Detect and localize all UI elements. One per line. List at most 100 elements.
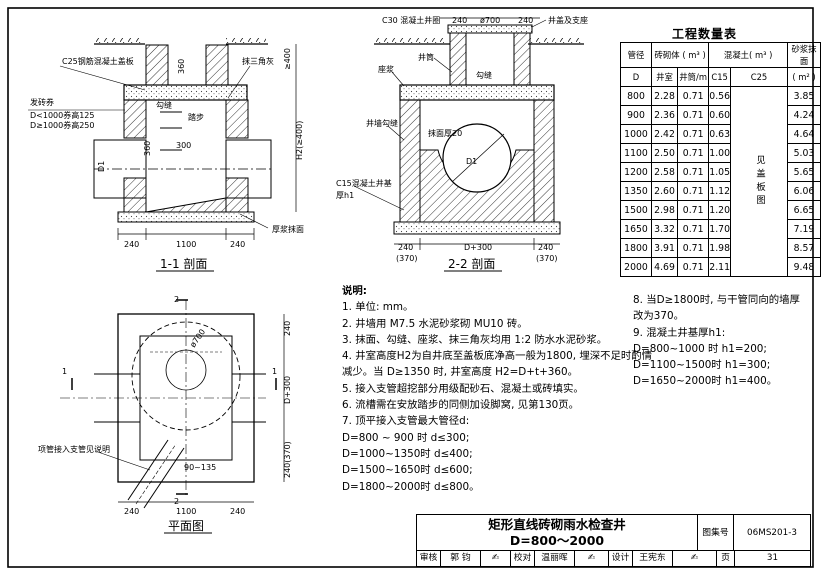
dim-240-top-right: 240 [518,16,533,25]
plan-dim-right-1: 240 [283,321,292,336]
label-seat-mortar: 座浆 [378,64,394,74]
quantity-table-cell: 1650 [620,219,652,239]
quantity-table-cell: 1350 [620,181,652,201]
label-base-thickness: 厚h1 [336,191,354,200]
quantity-table-cell: 0.71 [677,200,710,220]
dim-bottom-mid: 1100 [176,240,196,249]
plan-view: 1 1 2 2 ø700 90~135 项管接入支管见说明 240 D+300 … [38,295,292,534]
dim-300: 300 [176,141,191,150]
drawing-subtitle: D=800～2000 [509,533,605,548]
label-h2-dim: H2(≥400) [295,121,304,160]
section-1-1-title: 1-1 剖面 [160,257,207,271]
reviewer-signature: ✍ [481,551,511,566]
qt-head-brick: 砖砌体 ( m³ ) [650,42,710,68]
quantity-table-cell: 2.58 [650,162,679,182]
cut-label-1-left: 1 [62,367,67,376]
qt-c25-note: 见盖板图 [729,86,789,277]
plan-dim-right-2: D+300 [283,376,292,404]
qt-head-concrete: 混凝土( m³ ) [708,42,788,68]
quantity-table-cell: 1200 [620,162,652,182]
quantity-table-cell: 2.11 [708,257,731,277]
quantity-table-cell: 0.71 [677,257,710,277]
quantity-table-cell: 1.98 [708,238,731,258]
quantity-table-cell: 5.03 [787,143,821,163]
title-block: 矩形直线砖砌雨水检查井 D=800～2000 图集号 06MS201-3 审核 … [416,514,811,567]
note-line: 5. 接入支管超挖部分用级配砂石、混凝土或砖填实。 [342,382,584,395]
dim-240-top: 240 [452,16,467,25]
note-line: D=800 ~ 900 时 d≤300; [342,431,470,444]
page-label: 页 [717,551,735,566]
dim-2-left-sub: (370) [396,254,418,263]
qt-head-dia: 管径 [620,42,652,68]
quantity-table-cell: 1800 [620,238,652,258]
note-line: 8. 当D≥1800时, 与干管同向的墙厚 [633,294,800,306]
quantity-table-cell: 2000 [620,257,652,277]
quantity-table-cell: 0.71 [677,86,710,106]
quantity-table-cell: 900 [620,105,652,125]
quantity-table-cell: 4.64 [787,124,821,144]
notes-col-1: 说明: 1. 单位: mm。2. 井墙用 M7.5 水泥砂浆砌 MU10 砖。3… [342,283,652,495]
quantity-table-cell: 0.63 [708,124,731,144]
check-label: 校对 [511,551,535,566]
quantity-table-cell: 9.48 [787,257,821,277]
section-1-1: C25钢筋混凝土盖板 抹三角灰 发砖券 D<1000券高125 D≥1000券高… [28,38,304,272]
plan-branch-note: 项管接入支管见说明 [38,444,110,454]
checker-signature: ✍ [575,551,609,566]
quantity-table-cell: 0.71 [677,124,710,144]
design-label: 设计 [609,551,633,566]
quantity-table-cell: 0.56 [708,86,731,106]
quantity-table-cell: 1.00 [708,143,731,163]
quantity-table-cell: 4.69 [650,257,679,277]
label-wall-joint: 井墙勾缝 [366,118,398,128]
quantity-table-cell: 2.36 [650,105,679,125]
qt-head-c15: C15 [708,67,731,87]
quantity-table-cell: 1100 [620,143,652,163]
plan-angle: 90~135 [184,463,216,472]
qt-head-brick-well: 井室 [650,67,679,87]
title-block-title: 矩形直线砖砌雨水检查井 D=800～2000 [417,515,698,551]
quantity-table-cell: 0.71 [677,219,710,239]
quantity-table-cell: 8.57 [787,238,821,258]
label-triangle-plaster: 抹三角灰 [242,56,274,66]
quantity-table-cell: 5.65 [787,162,821,182]
label-dia-700: ø700 [480,16,500,25]
label-steps: 踏步 [188,112,204,122]
quantity-table-cell: 1500 [620,200,652,220]
label-well-shaft: 井筒 [418,52,434,62]
label-pipe-d1-2: D1 [466,157,477,166]
notes-col-2: 8. 当D≥1800时, 与干管同向的墙厚 改为370。9. 混凝土井基厚h1:… [633,292,813,390]
label-cover-slab: C25钢筋混凝土盖板 [62,56,134,66]
dim-2-left: 240 [398,243,413,252]
dim-360b: 360 [143,141,152,156]
note-line: 2. 井墙用 M7.5 水泥砂浆砌 MU10 砖。 [342,317,528,330]
note-line: 6. 流槽需在安放踏步的同侧加设脚窝, 见第130页。 [342,399,580,412]
sheet-border [7,7,814,568]
quantity-table-cell: 2.98 [650,200,679,220]
dim-2-right: 240 [538,243,553,252]
drawing-title: 矩形直线砖砌雨水检查井 [488,517,626,532]
quantity-table-cell: 4.24 [787,105,821,125]
label-pipe-d1: D1 [97,161,106,172]
dim-360: 360 [177,59,186,74]
quantity-table-cell: 6.06 [787,181,821,201]
quantity-table-cell: 6.65 [787,200,821,220]
note-line: 减少。当 D≥1350 时, 井室高度 H2=D+t+360。 [342,366,579,379]
plan-dim-bottom-mid: 1100 [176,507,196,516]
plan-title: 平面图 [168,519,204,533]
note-line: 1. 单位: mm。 [342,301,414,314]
plan-dim-bottom-left: 240 [124,507,139,516]
quantity-table-cell: 1.12 [708,181,731,201]
dim-400: ≥400 [283,48,292,70]
quantity-table-cell: 0.71 [677,238,710,258]
quantity-table-cell: 800 [620,86,652,106]
cut-label-1-right: 1 [272,367,277,376]
qt-head-brick-shaft: 井筒/m [677,67,710,87]
page-number: 31 [766,553,779,563]
label-brick-arch: 发砖券 [30,97,54,107]
label-hook-joint: 勾缝 [156,100,172,110]
quantity-table: 管径 砖砌体 ( m³ ) 混凝土( m³ ) 砂浆抹面 D 井室 井筒/m C… [620,42,821,277]
